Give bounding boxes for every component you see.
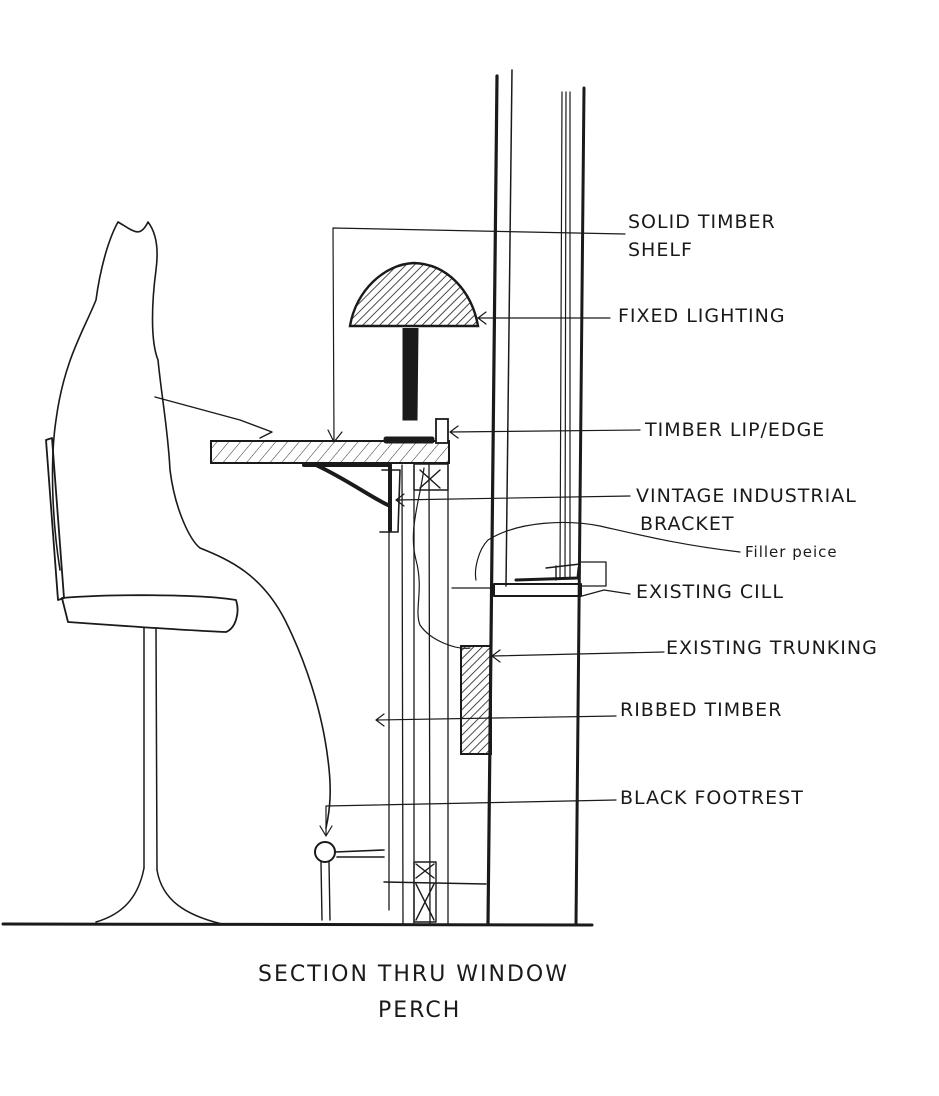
stool-stem [143,627,158,871]
wall-outer-line [486,74,499,926]
leader-existing-trunking [491,649,665,663]
cill-detail [545,563,581,581]
leader-ribbed-timber [375,713,617,727]
timber-lip [435,418,449,444]
label-solid-timber-shelf-1: SOLID TIMBER [628,211,776,233]
label-existing-cill: EXISTING CILL [636,581,784,603]
stool-seat [61,594,239,633]
leader-timber-lip [449,425,641,439]
stool-backrest [45,437,65,601]
label-solid-timber-shelf-2: SHELF [628,239,693,261]
label-filler-piece: Filler peice [745,543,838,561]
window-glazing-line [559,91,571,579]
seated-figure-outline [51,221,331,829]
leader-existing-cill [451,587,631,597]
label-fixed-lighting: FIXED LIGHTING [618,305,786,327]
leader-fixed-lighting [477,311,611,325]
lamp-cable [412,467,471,649]
label-black-footrest: BLACK FOOTREST [620,787,804,809]
leader-black-footrest [319,799,617,837]
label-vintage-bracket-1: VINTAGE INDUSTRIAL [636,485,857,507]
vintage-industrial-bracket [302,463,392,532]
existing-trunking [460,645,492,755]
label-timber-lip-edge: TIMBER LIP/EDGE [645,419,826,441]
drawing-title-line1: SECTION THRU WINDOW [258,962,569,987]
ribbed-timber-panel [388,464,449,925]
footrest-tube [314,841,336,863]
lamp-stem [402,327,419,421]
panel-top-box [413,463,449,491]
drawing-title-line2: PERCH [378,998,462,1023]
leader-bracket [395,493,631,507]
cill-window-stop [514,566,581,582]
bottom-blocking [413,861,437,923]
lamp-shade [348,261,480,328]
stool-base [95,867,223,925]
footrest-post [320,861,331,921]
filler-piece-shape [579,561,607,587]
window-frame-outer [574,86,586,926]
ground-line [1,922,594,927]
label-existing-trunking: EXISTING TRUNKING [666,637,878,659]
footrest-arm [334,849,385,858]
leader-filler-piece [474,521,741,581]
figure-arm [154,396,273,439]
wall-inner-line [505,69,513,587]
timber-shelf [210,440,450,464]
label-vintage-bracket-2: BRACKET [640,513,735,535]
existing-cill [493,583,582,597]
leader-solid-timber-shelf [327,227,626,443]
label-ribbed-timber: RIBBED TIMBER [620,699,783,721]
skirting-line [383,881,487,885]
